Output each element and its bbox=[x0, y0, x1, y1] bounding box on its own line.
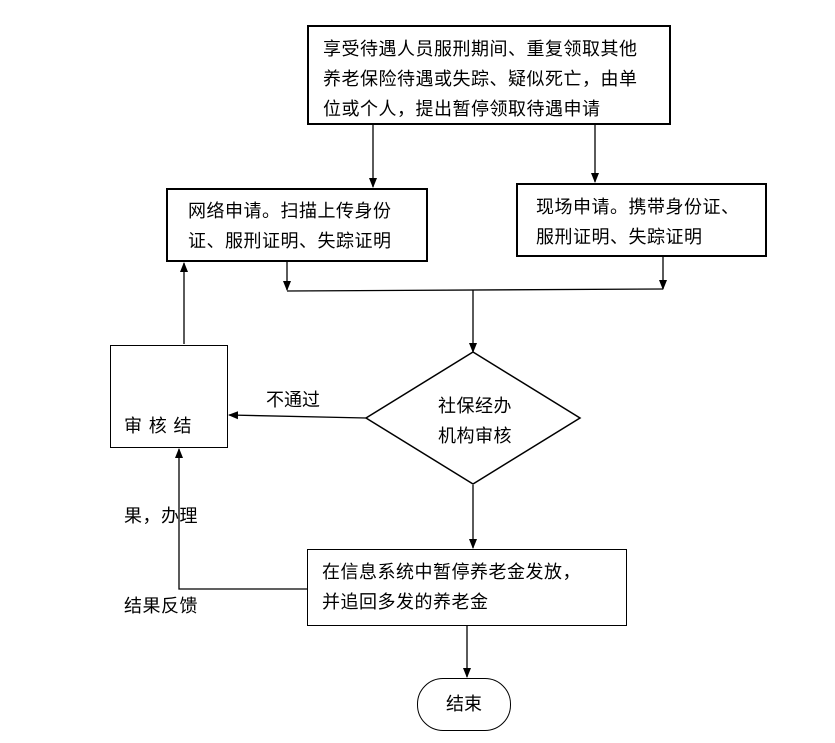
merge-line bbox=[286, 288, 664, 292]
review-line-1: 社保经办 bbox=[438, 396, 512, 417]
start-line-2: 养老保险待遇或失踪、疑似死亡，由单 bbox=[323, 69, 638, 90]
arrow-review-to-result bbox=[228, 411, 367, 420]
suspend-line-1: 在信息系统中暂停养老金发放， bbox=[322, 562, 581, 583]
onsite-line-1: 现场申请。携带身份证、 bbox=[536, 197, 740, 218]
suspend-line-2: 并追回多发的养老金 bbox=[322, 592, 489, 613]
end-node: 结束 bbox=[417, 678, 511, 731]
result-feedback-box: 审 核 结 果，办理 结果反馈 bbox=[110, 345, 228, 617]
result-line-2: 果，办理 bbox=[124, 506, 198, 527]
onsite-line-2: 服刑证明、失踪证明 bbox=[536, 227, 703, 248]
review-diamond bbox=[364, 351, 582, 485]
reject-label: 不通过 bbox=[266, 390, 320, 411]
online-application-box: 网络申请。扫描上传身份 证、服刑证明、失踪证明 bbox=[166, 188, 428, 262]
start-line-3: 位或个人，提出暂停领取待遇申请 bbox=[323, 99, 601, 120]
start-line-1: 享受待遇人员服刑期间、重复领取其他 bbox=[323, 39, 638, 60]
online-line-1: 网络申请。扫描上传身份 bbox=[188, 201, 392, 222]
onsite-application-box: 现场申请。携带身份证、 服刑证明、失踪证明 bbox=[516, 183, 767, 257]
result-line-3: 结果反馈 bbox=[124, 596, 198, 617]
arrow-suspend-to-result bbox=[175, 448, 307, 590]
start-request-box: 享受待遇人员服刑期间、重复领取其他 养老保险待遇或失踪、疑似死亡，由单 位或个人… bbox=[307, 25, 671, 125]
review-line-2: 机构审核 bbox=[438, 426, 512, 447]
suspend-pension-box: 在信息系统中暂停养老金发放， 并追回多发的养老金 bbox=[307, 549, 627, 626]
review-diamond-label: 社保经办 机构审核 bbox=[410, 392, 540, 452]
result-line-1: 审 核 结 bbox=[124, 416, 192, 437]
online-line-2: 证、服刑证明、失踪证明 bbox=[188, 231, 392, 252]
